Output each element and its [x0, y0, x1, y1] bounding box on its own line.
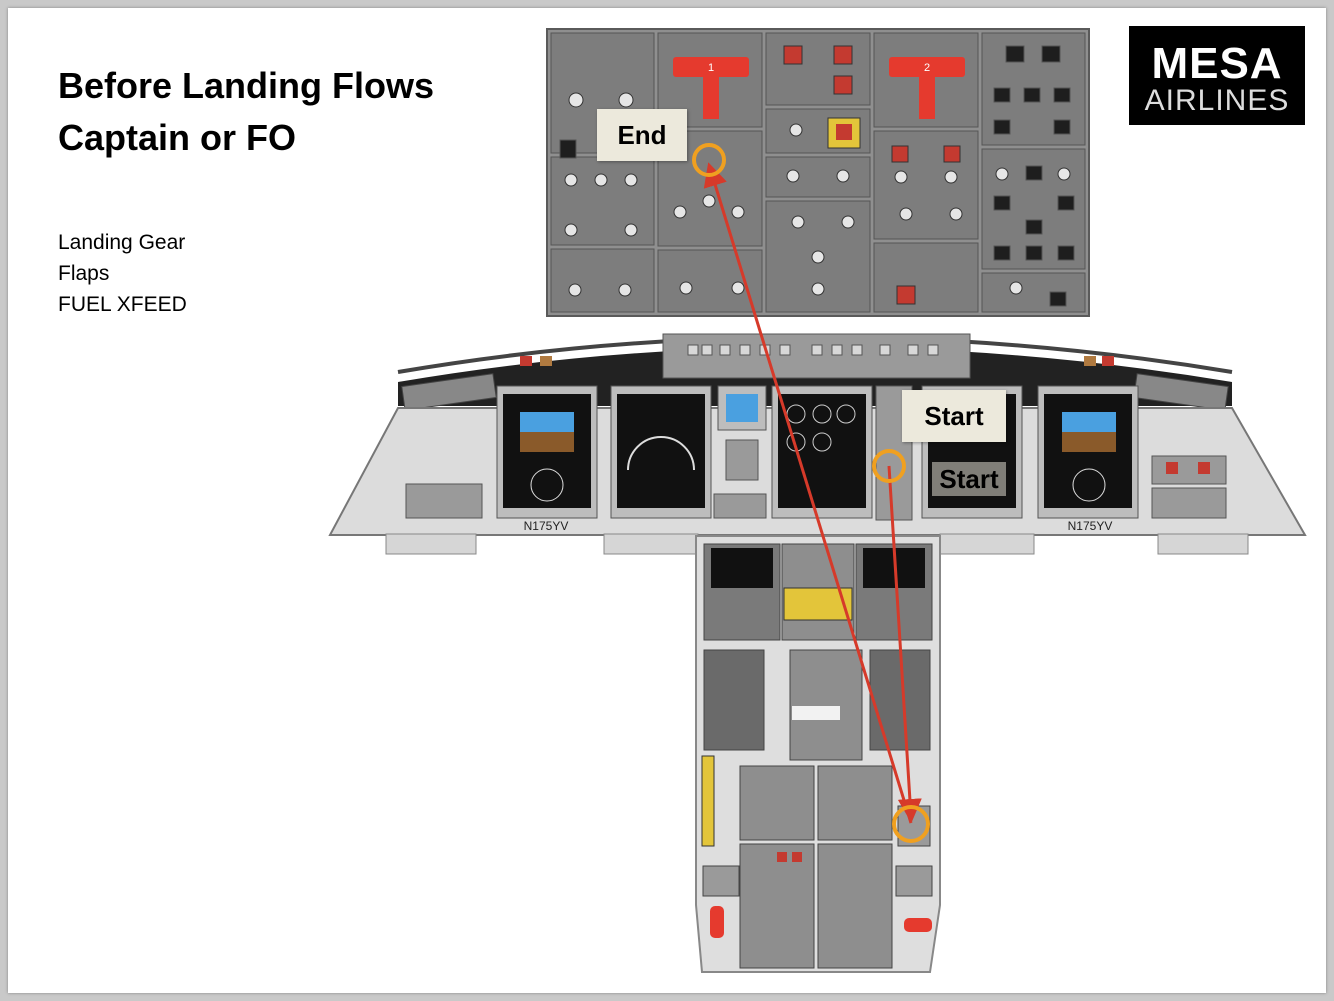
logo-line-2: AIRLINES: [1144, 84, 1290, 117]
title-line-2: Captain or FO: [58, 117, 297, 158]
overhead-panel: 1 2: [546, 28, 1090, 317]
start-overlay-label: Start: [932, 462, 1006, 496]
flow-arrow-up: [703, 162, 913, 824]
start-callout: Start: [902, 390, 1006, 442]
main-instrument-panel: N175YV N175YV: [328, 385, 1307, 555]
engine-2-label: 2: [924, 62, 930, 74]
title-line-1: Before Landing Flows: [58, 65, 435, 106]
flow-path: [692, 143, 930, 843]
tail-number-right: N175YV: [1068, 519, 1113, 533]
flow-item: FUEL XFEED: [58, 293, 187, 316]
glareshield: [397, 333, 1233, 411]
flow-item: Landing Gear: [58, 231, 186, 254]
engine-2-fire-handle: [889, 57, 965, 77]
fuel-xfeed-highlight-ring: [692, 143, 726, 177]
logo-line-1: MESA: [1151, 39, 1283, 88]
end-callout: End: [597, 109, 687, 161]
flow-item: Flaps: [58, 262, 110, 285]
engine-1-label: 1: [708, 62, 714, 74]
center-pedestal: [695, 535, 941, 973]
engine-1-fire-handle: [673, 57, 749, 77]
slide-title: Before Landing Flows Captain or FO: [58, 60, 434, 164]
flaps-highlight-ring: [892, 805, 930, 843]
tail-number-left: N175YV: [524, 519, 569, 533]
mesa-logo: MESA AIRLINES: [1129, 26, 1305, 125]
flow-item-list: Landing Gear Flaps FUEL XFEED: [58, 227, 187, 320]
landing-gear-highlight-ring: [872, 449, 906, 483]
flow-arrow-down: [887, 465, 922, 823]
